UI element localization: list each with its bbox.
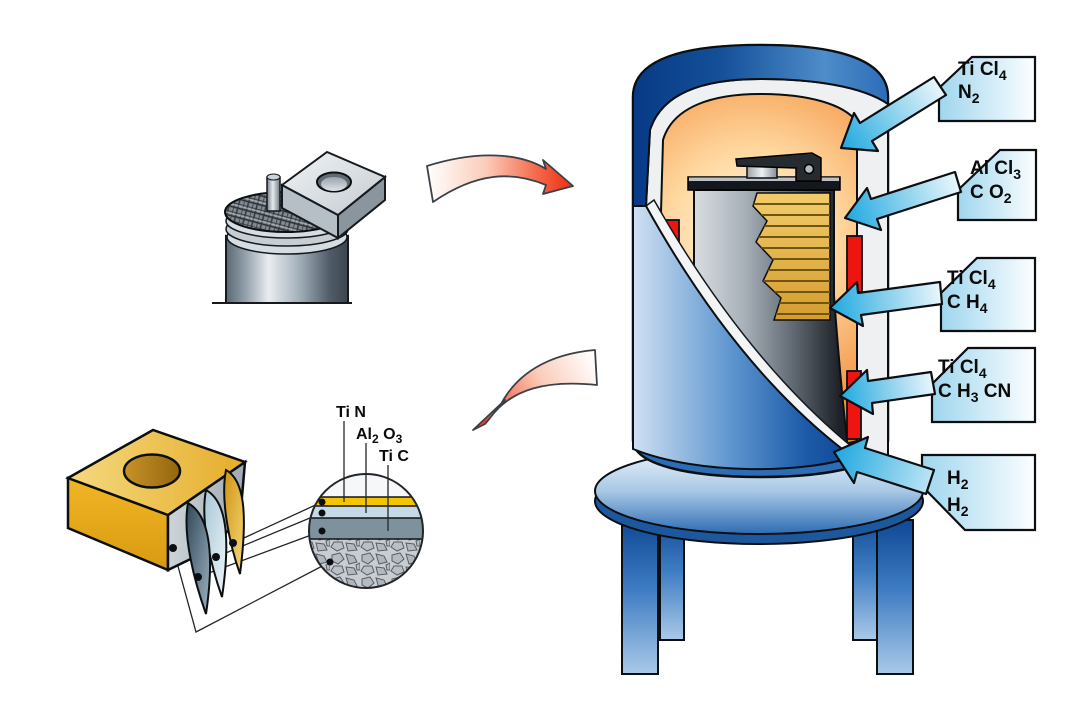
uncoated-insert-stage — [212, 150, 387, 304]
edge-dot-substrate — [326, 558, 334, 566]
process-arrow-out-icon — [472, 349, 598, 431]
gas-inlets: Ti Cl4 N2 Al Cl3 C O2 Ti Cl4 C H4 Ti Cl4… — [828, 55, 1038, 532]
peel-al2o3 — [203, 488, 228, 598]
gas-inlet-label-line2: N2 — [958, 82, 980, 106]
alignment-pin — [266, 173, 281, 212]
uncoated-insert — [280, 150, 387, 241]
leader-line-substrate — [172, 547, 331, 633]
gas-inlet-label-line2: C O2 — [970, 182, 1012, 206]
layer-label-al2o3: Al2 O3 — [356, 426, 403, 446]
gas-inlet-box — [956, 148, 1038, 222]
coated-insert-stage: Ti N Al2 O3 Ti C — [65, 404, 424, 633]
layer-label-tic: Ti C — [379, 448, 409, 465]
gas-inlet-5: H2 H2 — [832, 435, 1037, 532]
process-arrow-in-icon — [426, 154, 574, 203]
peel-tin — [223, 468, 245, 575]
peel-tic — [185, 501, 211, 615]
label-pointer-lines — [343, 421, 389, 531]
gas-inlet-box — [937, 55, 1037, 123]
insert-hole-inner — [321, 177, 347, 191]
gas-inlet-label-line1: H2 — [947, 468, 969, 492]
gas-inlet-label-line1: Al Cl3 — [970, 158, 1021, 182]
marker-dot-substrate — [169, 544, 177, 552]
leader-line-tin — [232, 501, 323, 544]
layer-band-tic — [309, 518, 423, 539]
clamp-hole — [803, 163, 815, 175]
coated-insert — [65, 428, 248, 615]
gas-inlet-label-line1: Ti Cl4 — [947, 268, 996, 292]
gas-inlet-box — [939, 256, 1037, 333]
cvd-furnace — [594, 43, 924, 675]
gas-inlet-box — [930, 346, 1037, 424]
marker-dot-tic — [194, 573, 202, 581]
cross-section-magnifier — [308, 421, 424, 589]
gas-inlet-arrow-icon — [832, 435, 936, 496]
layer-separators — [309, 496, 423, 540]
gas-inlet-label-line2: H2 — [947, 495, 969, 519]
gas-inlet-label-line2: C H4 — [947, 292, 988, 316]
furnace-leg-front-left — [621, 519, 659, 675]
layer-label-tin: Ti N — [336, 404, 366, 421]
retort-lid-highlight — [689, 177, 839, 181]
gas-inlet-label-line2: C H3 CN — [938, 381, 1011, 405]
furnace-leg-front-right — [876, 519, 914, 675]
retort-clamp — [735, 152, 822, 182]
edge-dot-al2o3 — [318, 509, 326, 517]
gas-inlet-3: Ti Cl4 C H4 — [828, 256, 1037, 333]
gas-inlet-1: Ti Cl4 N2 — [839, 55, 1037, 153]
edge-dot-tin — [318, 498, 326, 506]
furnace-dome — [632, 43, 889, 207]
coated-insert-hole — [122, 453, 182, 489]
gas-inlet-arrow-icon — [839, 75, 948, 153]
gas-inlet-arrow-icon — [843, 170, 963, 232]
tray-stripes — [753, 203, 830, 315]
gas-inlet-label-line1: Ti Cl4 — [938, 357, 987, 381]
gas-inlet-arrow-icon — [828, 280, 944, 328]
gas-inlet-arrow-icon — [838, 368, 937, 416]
gas-inlet-4: Ti Cl4 C H3 CN — [838, 346, 1037, 424]
gas-inlet-label-line1: Ti Cl4 — [958, 59, 1007, 83]
gas-inlet-box — [920, 453, 1037, 532]
marker-dot-tin — [229, 539, 237, 547]
edge-dot-tic — [318, 527, 326, 535]
gas-inlet-2: Al Cl3 C O2 — [843, 148, 1038, 232]
furnace-stand — [594, 447, 924, 675]
marker-dot-al2o3 — [212, 553, 220, 561]
